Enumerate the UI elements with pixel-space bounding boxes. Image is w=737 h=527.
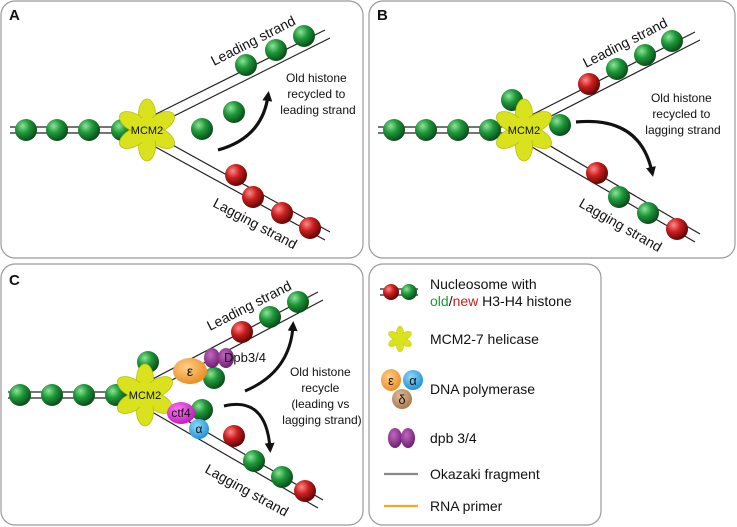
helicase-label-c: MCM2 bbox=[129, 390, 161, 402]
old-nucleosome bbox=[383, 119, 405, 141]
legend-dpb-icon bbox=[388, 428, 415, 448]
note-c: Old histone recycle (leading vs lagging … bbox=[282, 365, 361, 427]
new-nucleosome bbox=[294, 480, 316, 502]
new-nucleosome bbox=[223, 425, 245, 447]
helicase-label-b: MCM2 bbox=[508, 125, 540, 137]
new-histone-row-c bbox=[223, 321, 316, 502]
released-old-nucleosome bbox=[223, 101, 245, 123]
legend-helicase-label: MCM2-7 helicase bbox=[430, 331, 539, 347]
old-nucleosome bbox=[41, 384, 63, 406]
old-nucleosome bbox=[634, 44, 656, 66]
panel-c-frame bbox=[0, 263, 364, 526]
old-nucleosome bbox=[608, 186, 630, 208]
legend-polymerase-icons bbox=[381, 369, 423, 409]
old-nucleosome bbox=[235, 54, 257, 76]
old-nucleosome bbox=[265, 39, 287, 61]
old-histone-row-b bbox=[383, 30, 683, 224]
recycle-arrow-a bbox=[217, 91, 273, 152]
new-histone-row-b bbox=[578, 73, 688, 240]
panel-a-letter: A bbox=[9, 7, 20, 24]
legend-polymerase-label: DNA polymerase bbox=[430, 381, 535, 397]
old-nucleosome bbox=[259, 306, 281, 328]
new-nucleosome bbox=[666, 218, 688, 240]
recycle-arrow-b bbox=[575, 119, 656, 177]
legend-old-word: old bbox=[430, 293, 449, 309]
recycle-arrow-leading-c bbox=[244, 321, 298, 393]
old-nucleosome bbox=[293, 25, 315, 47]
old-nucleosome bbox=[661, 30, 683, 52]
epsilon-label-c: ε bbox=[187, 363, 193, 379]
legend-okazaki-label: Okazaki fragment bbox=[430, 466, 540, 482]
new-histone-row-a bbox=[225, 164, 321, 239]
old-nucleosome bbox=[46, 119, 68, 141]
legend-nucleosome-subtitle: old/new H3-H4 histone bbox=[430, 293, 572, 309]
new-nucleosome bbox=[271, 202, 293, 224]
released-old-nucleosome bbox=[549, 114, 571, 136]
legend-new-word: new bbox=[453, 293, 480, 309]
legend-alpha: α bbox=[409, 373, 417, 388]
recycle-arrow-lagging-c bbox=[223, 402, 275, 453]
new-nucleosome bbox=[242, 186, 264, 208]
old-nucleosome bbox=[271, 466, 293, 488]
old-histone-row-c bbox=[9, 291, 309, 488]
legend-dpb-label: dpb 3/4 bbox=[430, 430, 477, 446]
old-nucleosome bbox=[9, 384, 31, 406]
legend-frame bbox=[368, 263, 602, 526]
note-a: Old histone recycled to leading strand bbox=[280, 71, 355, 117]
new-nucleosome bbox=[586, 162, 608, 184]
panel-a: A M bbox=[0, 0, 364, 259]
old-nucleosome bbox=[287, 291, 309, 313]
legend-panel: Nucleosome with old/new H3-H4 histone MC… bbox=[368, 263, 602, 526]
old-nucleosome bbox=[447, 119, 469, 141]
old-nucleosome bbox=[15, 119, 37, 141]
old-nucleosome bbox=[479, 119, 501, 141]
old-nucleosome bbox=[243, 450, 265, 472]
legend-primer-label: RNA primer bbox=[430, 498, 503, 514]
old-nucleosome bbox=[73, 384, 95, 406]
pol-alpha-icon bbox=[189, 419, 209, 439]
pol-epsilon-icon bbox=[173, 358, 207, 384]
ctf4-label-c: ctf4 bbox=[171, 406, 191, 420]
panel-a-frame bbox=[0, 0, 364, 259]
panel-c: C bbox=[0, 263, 364, 526]
note-b: Old histone recycled to lagging strand bbox=[645, 91, 720, 137]
alpha-label-c: α bbox=[196, 422, 203, 436]
old-histone-row-a bbox=[15, 25, 315, 141]
dpb34-label-c: Dpb3/4 bbox=[224, 350, 266, 365]
helicase-label-a: MCM2 bbox=[131, 125, 163, 137]
old-nucleosome bbox=[606, 58, 628, 80]
new-nucleosome bbox=[578, 73, 600, 95]
old-nucleosome bbox=[415, 119, 437, 141]
legend-epsilon: ε bbox=[388, 373, 394, 388]
new-nucleosome bbox=[299, 217, 321, 239]
released-old-nucleosome bbox=[191, 399, 213, 421]
released-old-nucleosome bbox=[191, 118, 213, 140]
new-nucleosome bbox=[231, 321, 253, 343]
dpb34-icon bbox=[204, 348, 234, 368]
legend-delta: δ bbox=[398, 392, 405, 407]
panel-c-letter: C bbox=[9, 272, 20, 289]
panel-b: B bbox=[368, 0, 736, 259]
ctf4-icon bbox=[167, 402, 195, 424]
legend-nucleosome-icon bbox=[380, 284, 418, 300]
released-old-nucleosome bbox=[203, 367, 225, 389]
old-nucleosome bbox=[637, 202, 659, 224]
new-nucleosome bbox=[225, 164, 247, 186]
panel-b-letter: B bbox=[377, 7, 388, 24]
legend-nucleosome-title: Nucleosome with bbox=[430, 276, 537, 292]
old-nucleosome bbox=[78, 119, 100, 141]
